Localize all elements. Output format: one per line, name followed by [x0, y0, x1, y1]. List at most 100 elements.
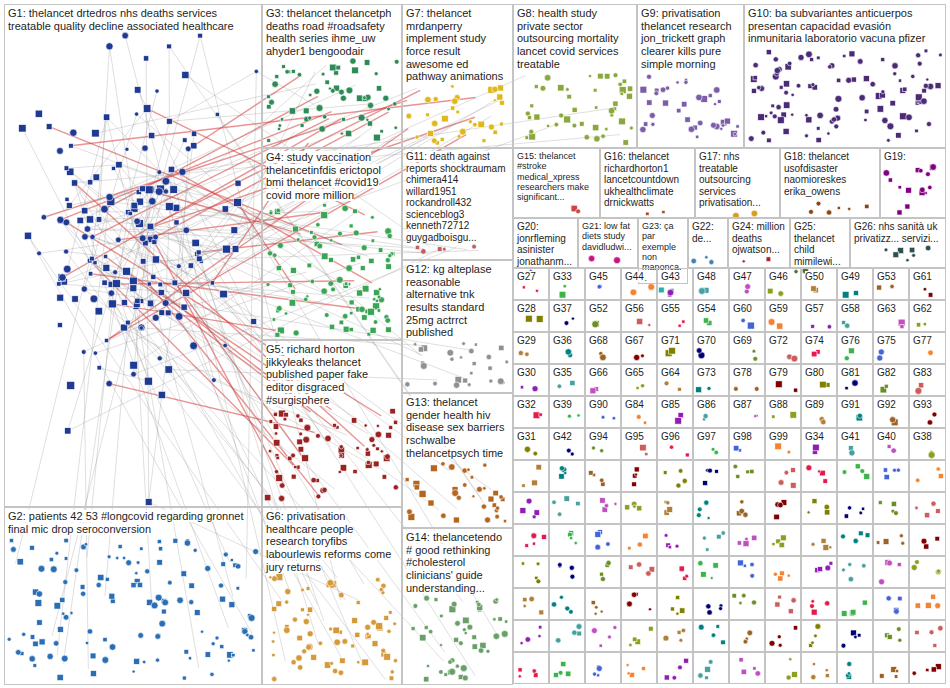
vertex-square: [792, 672, 798, 678]
vertex-circle: [142, 660, 146, 664]
vertex-square: [393, 420, 397, 424]
vertex-circle: [697, 120, 703, 126]
vertex-square: [434, 598, 438, 602]
vertex-circle: [276, 208, 281, 213]
vertex-square: [753, 76, 757, 80]
vertex-circle: [441, 513, 446, 518]
vertex-square: [267, 95, 271, 99]
vertex-square: [767, 288, 773, 294]
group-label: G96: [661, 431, 680, 442]
group-label: G66: [589, 367, 608, 378]
group-box: G88: [765, 396, 801, 428]
vertex-square: [415, 245, 419, 249]
vertex-circle: [811, 542, 815, 546]
vertex-square: [523, 597, 527, 601]
vertex-circle: [520, 641, 523, 644]
vertex-circle: [664, 534, 668, 538]
group-label: G93: [913, 399, 932, 410]
group-label: G69: [733, 335, 752, 346]
network-edge: [256, 71, 314, 104]
vertex-square: [426, 664, 429, 667]
vertex-square: [891, 501, 896, 506]
group-label: G56: [625, 303, 644, 314]
vertex-circle: [90, 234, 95, 239]
vertex-square: [534, 85, 538, 89]
group-box: G73: [693, 364, 729, 396]
vertex-square: [291, 290, 296, 295]
group-box: G67: [621, 332, 657, 364]
vertex-circle: [122, 32, 129, 39]
group-box: G74: [801, 332, 837, 364]
vertex-circle: [272, 676, 277, 681]
vertex-square: [931, 594, 936, 599]
vertex-square: [344, 282, 347, 285]
vertex-circle: [322, 115, 326, 119]
vertex-square: [128, 211, 132, 215]
vertex-circle: [597, 284, 602, 289]
vertex-square: [824, 509, 829, 514]
vertex-square: [716, 534, 721, 539]
vertex-square: [93, 261, 97, 265]
vertex-square: [811, 286, 816, 291]
vertex-square: [268, 450, 271, 453]
vertex-circle: [332, 668, 337, 673]
group-box: G50: [801, 268, 837, 300]
vertex-square: [779, 542, 784, 547]
group-cell: [730, 493, 765, 524]
vertex-circle: [627, 601, 633, 607]
group-box: G39: [549, 396, 585, 428]
vertex-square: [877, 285, 882, 290]
group-label: G32: [517, 399, 536, 410]
vertex-square: [339, 453, 344, 458]
vertex-circle: [929, 630, 934, 635]
vertex-square: [131, 583, 136, 588]
vertex-circle: [721, 531, 725, 535]
vertex-square: [280, 118, 283, 121]
group-box: G80: [801, 364, 837, 396]
vertex-square: [788, 609, 793, 614]
vertex-square: [64, 538, 68, 542]
vertex-circle: [505, 360, 509, 364]
vertex-square: [525, 315, 532, 322]
vertex-circle: [571, 317, 574, 320]
vertex-square: [384, 653, 391, 660]
vertex-square: [862, 600, 867, 605]
network-edge: [137, 114, 421, 356]
vertex-circle: [211, 378, 216, 383]
vertex-square: [775, 381, 782, 388]
vertex-square: [252, 649, 255, 652]
vertex-circle: [893, 511, 898, 516]
vertex-square: [632, 473, 637, 478]
vertex-square: [188, 263, 193, 268]
group-box: G71: [657, 332, 693, 364]
vertex-square: [267, 139, 271, 143]
vertex-square: [810, 58, 814, 62]
vertex-square: [223, 245, 231, 253]
vertex-circle: [254, 69, 258, 73]
vertex-square: [103, 638, 107, 642]
group-cell: [802, 621, 837, 652]
vertex-square: [935, 83, 941, 89]
vertex-circle: [36, 591, 42, 597]
vertex-square: [307, 263, 312, 268]
vertex-square: [58, 274, 65, 281]
vertex-circle: [601, 134, 606, 139]
vertex-circle: [777, 635, 781, 639]
vertex-circle: [923, 287, 926, 290]
vertex-square: [811, 609, 817, 615]
vertex-circle: [809, 209, 814, 214]
vertex-circle: [388, 254, 392, 258]
group-label: G20: jonrfleming asinister jonathanm...: [517, 221, 572, 267]
vertex-square: [173, 204, 180, 211]
group-cell: [766, 461, 801, 492]
vertex-circle: [297, 72, 302, 77]
vertex-circle: [811, 641, 815, 645]
vertex-circle: [372, 297, 376, 301]
vertex-square: [369, 258, 374, 263]
vertex-circle: [371, 619, 377, 625]
vertex-circle: [745, 284, 751, 290]
vertex-square: [88, 180, 93, 185]
group-label: G68: [589, 335, 608, 346]
group-label: G83: [913, 367, 932, 378]
vertex-circle: [296, 414, 300, 418]
